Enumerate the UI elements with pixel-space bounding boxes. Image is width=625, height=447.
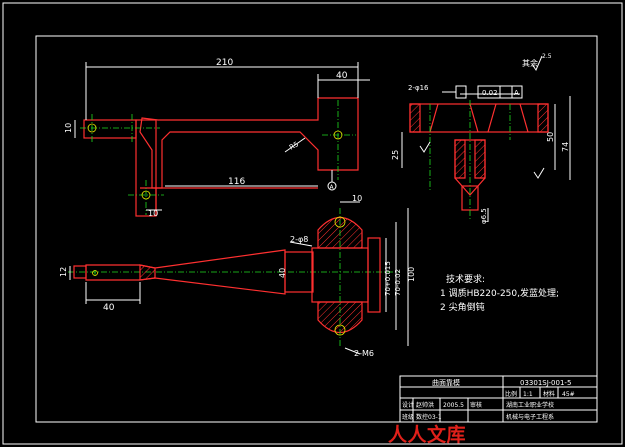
dim-12: 12 xyxy=(59,267,68,277)
department-name: 机械与电子工程系 xyxy=(506,413,554,421)
dim-10-left: 10 xyxy=(64,123,73,133)
drawing-number: 03301SJ-001-5 xyxy=(520,379,571,387)
inner-frame xyxy=(35,35,598,423)
dim-100: 100 xyxy=(407,267,416,282)
dim-phi6-5: φ6.5 xyxy=(480,208,488,224)
dim-70-tol: 70+0.015 xyxy=(384,261,392,296)
dim-74: 74 xyxy=(561,142,570,152)
dim-10-right: 10 xyxy=(352,194,362,203)
dim-210: 210 xyxy=(216,58,233,68)
watermark: 人人文库 www.renrendoc.com xyxy=(388,424,467,446)
dim-40-bottom: 40 xyxy=(103,303,115,313)
part-name: 曲面靠模 xyxy=(432,378,460,387)
designer-name: 赵帅洪 xyxy=(416,401,434,409)
material-value: 45# xyxy=(562,391,575,398)
class-label: 班级 xyxy=(402,413,414,421)
scale-label: 比例 xyxy=(505,390,517,398)
front-view xyxy=(74,62,370,217)
check-label: 审核 xyxy=(470,401,482,409)
dim-70: 70-0.02 xyxy=(394,269,402,296)
section-view xyxy=(401,55,571,222)
dim-2-m6: 2-M6 xyxy=(354,349,374,358)
dim-r5: R5 xyxy=(288,140,300,152)
datum-a-left: A xyxy=(330,184,335,191)
arm-outline xyxy=(139,97,359,189)
dim-40-top: 40 xyxy=(336,71,348,81)
notes-heading: 技术要求: xyxy=(446,273,485,285)
tab-outline xyxy=(83,119,137,139)
dim-10-bottom: 10 xyxy=(148,209,158,218)
dim-50: 50 xyxy=(546,132,555,142)
note-1: 1 调质HB220-250,发蓝处理; xyxy=(440,287,559,299)
dim-2-phi8: 2-φ8 xyxy=(290,235,308,244)
dim-2-phi16: 2-φ16 xyxy=(408,84,429,92)
scale-value: 1:1 xyxy=(523,391,533,398)
leg-outline xyxy=(135,119,157,217)
plan-view xyxy=(68,201,409,355)
school-name: 湖南工业职业学校 xyxy=(506,401,554,409)
dim-25: 25 xyxy=(391,150,400,160)
dim-40-mid: 40 xyxy=(278,268,287,278)
dim-116: 116 xyxy=(228,177,245,187)
datum-a: A xyxy=(514,89,519,97)
design-date: 2005.5 xyxy=(443,402,464,409)
title-block xyxy=(399,375,598,423)
roughness-value: 2.5 xyxy=(542,53,552,60)
material-label: 材料 xyxy=(543,390,555,398)
tolerance-value: 0.02 xyxy=(482,89,498,97)
roughness-label: 其余 xyxy=(522,58,538,68)
designer-label: 设计 xyxy=(402,401,414,409)
class-value: 数控03-1 xyxy=(416,413,442,421)
note-2: 2 尖角倒钝 xyxy=(440,301,485,313)
